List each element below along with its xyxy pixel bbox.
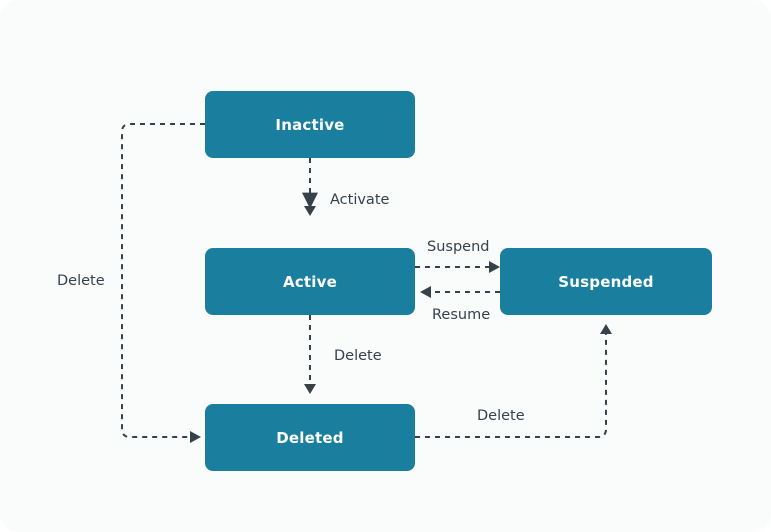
edge-suspend [415,261,500,273]
edge-deleted-suspended-arrowhead [600,324,612,334]
edge-active-delete-arrowhead [304,384,316,394]
state-label-inactive: Inactive [275,115,345,134]
edge-activate [302,158,318,216]
edge-label-suspend: Suspend [427,239,490,255]
edge-label-resume: Resume [432,307,491,323]
edge-deleted-suspended [415,324,612,438]
edge-active-delete [304,315,316,394]
edge-activate-arrowhead [304,206,316,216]
edge-resume [420,286,500,298]
state-label-active: Active [283,272,337,291]
edge-inactive-delete [121,123,205,443]
state-node-suspended[interactable]: Suspended [500,248,712,315]
state-label-suspended: Suspended [558,272,654,291]
edge-label-deleted-suspended: Delete [477,408,525,424]
edge-suspend-arrowhead [489,261,500,273]
edge-deleted-suspended-path [415,333,607,438]
state-label-deleted: Deleted [276,428,344,447]
edge-label-activate: Activate [330,192,390,208]
edge-inactive-delete-arrowhead [190,431,201,443]
edge-label-active-delete: Delete [334,348,382,364]
state-node-inactive[interactable]: Inactive [205,91,415,158]
edge-inactive-delete-path [121,123,205,438]
edge-label-inactive-delete: Delete [57,273,105,289]
edge-resume-arrowhead [420,286,431,298]
state-node-active[interactable]: Active [205,248,415,315]
state-node-deleted[interactable]: Deleted [205,404,415,471]
